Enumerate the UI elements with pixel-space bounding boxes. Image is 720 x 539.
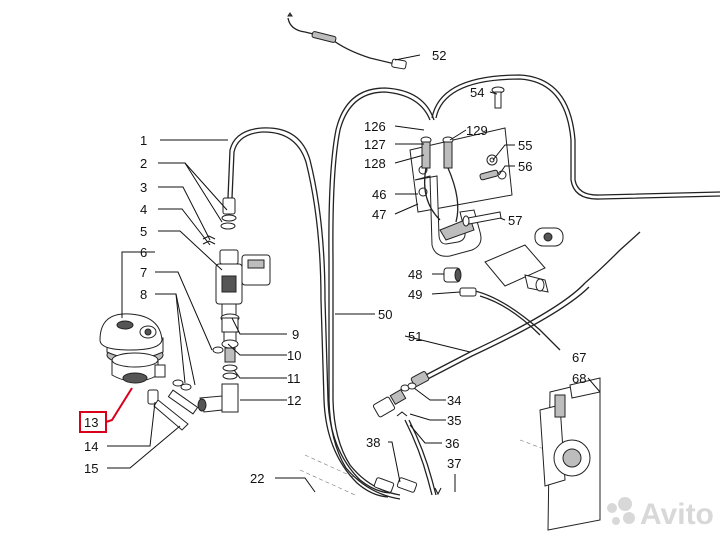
fitting-34-35 — [372, 382, 417, 418]
connector-9-10-11 — [220, 313, 240, 380]
callout-55: 55 — [518, 138, 532, 153]
callout-2: 2 — [140, 156, 147, 171]
avito-watermark: Avito — [607, 497, 714, 531]
callout-22: 22 — [250, 471, 264, 486]
fitting-2 — [221, 197, 237, 222]
watermark-text: Avito — [640, 498, 714, 531]
wire-49 — [469, 289, 561, 351]
callout-14: 14 — [84, 439, 98, 454]
callout-11: 11 — [287, 371, 301, 386]
callout-50: 50 — [378, 307, 392, 322]
callout-57: 57 — [508, 213, 522, 228]
callout-labels: 1 2 3 4 5 6 7 8 9 10 11 12 13 14 15 22 3… — [84, 48, 586, 486]
callout-68: 68 — [572, 371, 586, 386]
callout-54: 54 — [470, 85, 484, 100]
callout-4: 4 — [140, 202, 147, 217]
body-67-68 — [539, 377, 601, 531]
tube-top — [431, 74, 720, 200]
callout-127: 127 — [364, 137, 386, 152]
callout-6: 6 — [140, 245, 147, 260]
tube-lower-right — [584, 231, 641, 284]
callout-47: 47 — [372, 207, 386, 222]
highlight-callout-13 — [79, 387, 133, 433]
callout-46: 46 — [372, 187, 386, 202]
callout-5: 5 — [140, 224, 147, 239]
callout-8: 8 — [140, 287, 147, 302]
switch-assembly — [484, 227, 564, 293]
callout-36: 36 — [445, 436, 459, 451]
tube-1 — [227, 127, 391, 498]
callout-56: 56 — [518, 159, 532, 174]
callout-34: 34 — [447, 393, 461, 408]
callout-10: 10 — [287, 348, 301, 363]
callout-126: 126 — [364, 119, 386, 134]
callout-35: 35 — [447, 413, 461, 428]
oring-3-4 — [202, 222, 236, 245]
callout-12: 12 — [287, 393, 301, 408]
tube-51 — [410, 282, 590, 387]
washers-55-56 — [479, 154, 507, 181]
screw-54 — [491, 86, 505, 109]
tube-50 — [328, 87, 435, 500]
callout-1: 1 — [140, 133, 147, 148]
callout-128: 128 — [364, 156, 386, 171]
callout-51: 51 — [408, 329, 422, 344]
callout-49: 49 — [408, 287, 422, 302]
callout-38: 38 — [366, 435, 380, 450]
elbow-12 — [197, 383, 239, 413]
callout-9: 9 — [292, 327, 299, 342]
callout-13: 13 — [84, 415, 98, 430]
leader-lines — [107, 54, 601, 493]
parts-48-49 — [443, 267, 477, 297]
callout-129: 129 — [466, 123, 488, 138]
nozzle-14-15 — [147, 389, 199, 431]
highlight-leader — [105, 387, 133, 423]
callout-15: 15 — [84, 461, 98, 476]
cable-52 — [287, 12, 407, 70]
tubes-36-37-38 — [373, 419, 442, 496]
screw-57 — [462, 211, 502, 227]
callout-48: 48 — [408, 267, 422, 282]
callout-67: 67 — [572, 350, 586, 365]
bracket-46-47 — [409, 127, 513, 257]
callout-37: 37 — [447, 456, 461, 471]
callout-7: 7 — [140, 265, 147, 280]
callout-52: 52 — [432, 48, 446, 63]
tank-6 — [99, 313, 166, 384]
callout-3: 3 — [140, 180, 147, 195]
pump-parts-7-8 — [172, 346, 224, 391]
solenoid-valve-5 — [215, 249, 271, 317]
